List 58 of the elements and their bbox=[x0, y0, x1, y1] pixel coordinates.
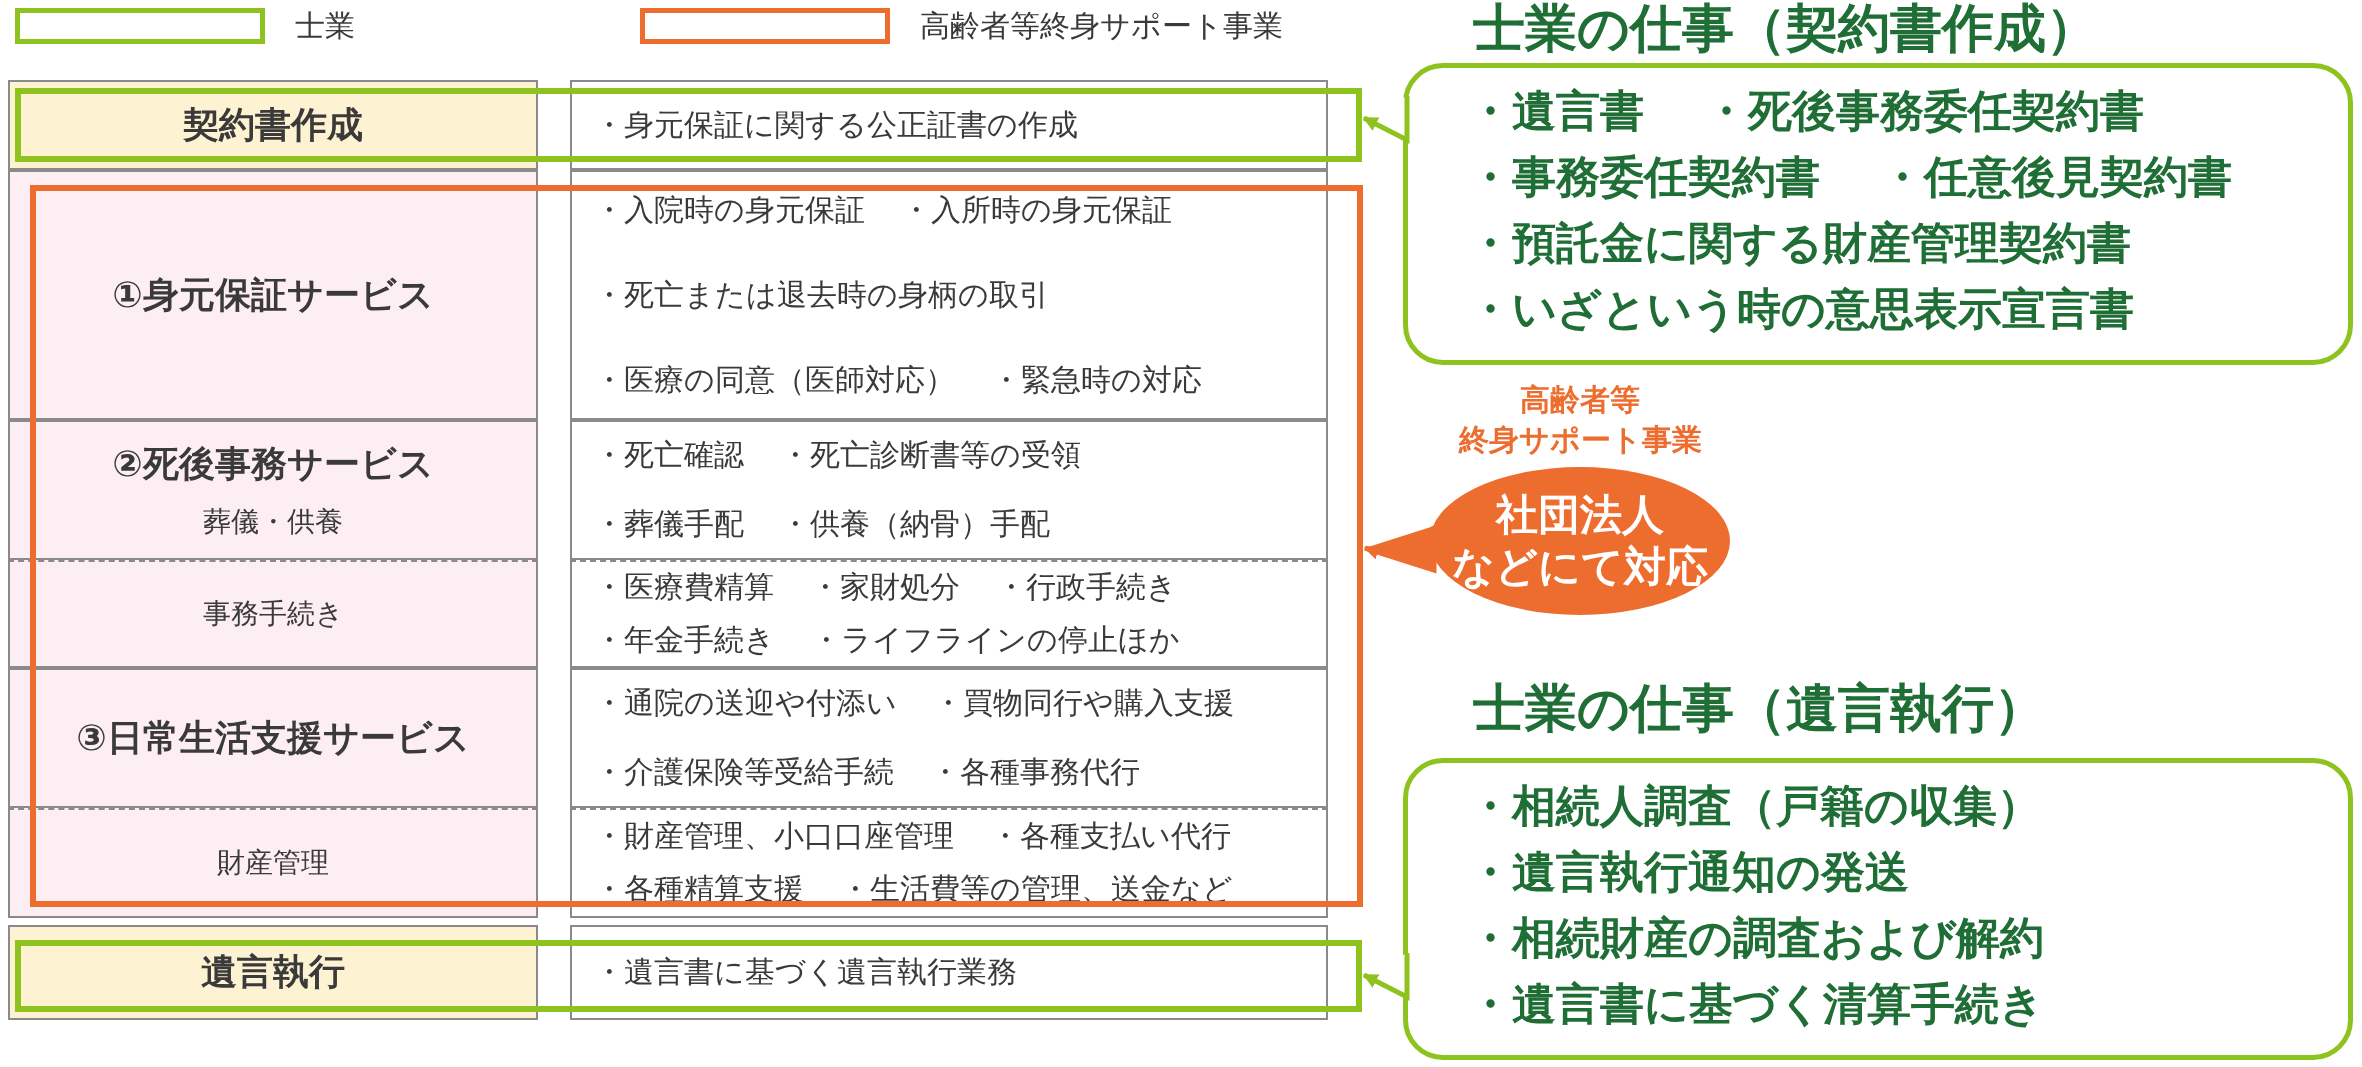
list-item: ・いざという時の意思表示宣言書 bbox=[1468, 282, 2134, 336]
list-item: ・相続財産の調査および解約 bbox=[1468, 911, 2044, 965]
list-item: ・財産管理、小口口座管理 bbox=[594, 817, 954, 855]
row-header-cell bbox=[8, 808, 538, 918]
list-item: ・医療の同意（医師対応） bbox=[594, 360, 955, 399]
row-heading: ③日常生活支援サービス bbox=[76, 715, 470, 760]
list-item: ・事務委任契約書 bbox=[1468, 150, 1820, 204]
row-heading: 事務手続き bbox=[202, 596, 344, 632]
description-cell bbox=[570, 80, 1328, 170]
callout-heading: 士業の仕事（契約書作成） bbox=[1473, 0, 2098, 60]
list-item: ・遺言書に基づく清算手続き bbox=[1468, 977, 2044, 1031]
list-item: ・死亡確認 bbox=[594, 436, 744, 474]
row-heading: 遺言執行 bbox=[201, 950, 345, 994]
list-item: ・供養（納骨）手配 bbox=[780, 505, 1050, 543]
highlight-frame bbox=[15, 940, 1362, 1012]
list-item: ・介護保険等受給手続 bbox=[594, 753, 894, 791]
list-item: ・買物同行や購入支援 bbox=[933, 684, 1234, 722]
highlight-frame bbox=[15, 88, 1362, 162]
legend-label: 高齢者等終身サポート事業 bbox=[920, 7, 1283, 45]
list-item: ・年金手続き bbox=[594, 621, 775, 659]
list-item: ・入院時の身元保証 bbox=[594, 190, 865, 229]
list-item: ・緊急時の対応 bbox=[991, 360, 1202, 399]
description-cell bbox=[570, 170, 1328, 420]
list-item: ・各種事務代行 bbox=[930, 753, 1140, 791]
list-item: ・遺言書 bbox=[1468, 84, 1644, 138]
bubble-heading: 高齢者等終身サポート事業 bbox=[1457, 381, 1703, 459]
list-item: ・行政手続き bbox=[996, 568, 1177, 606]
legend-label: 士業 bbox=[295, 7, 355, 45]
list-item: ・身元保証に関する公正証書の作成 bbox=[594, 105, 1078, 144]
list-item: ・ライフラインの停止ほか bbox=[811, 621, 1180, 659]
list-item: ・預託金に関する財産管理契約書 bbox=[1468, 216, 2131, 270]
row-heading: 契約書作成 bbox=[183, 102, 363, 147]
list-item: ・葬儀手配 bbox=[594, 505, 744, 543]
list-item: ・死亡または退去時の身柄の取引 bbox=[594, 275, 1049, 314]
row-heading: ②死後事務サービス bbox=[112, 441, 434, 486]
description-cell bbox=[570, 808, 1328, 918]
list-item: ・任意後見契約書 bbox=[1880, 150, 2232, 204]
callout-heading: 士業の仕事（遺言執行） bbox=[1473, 677, 2046, 740]
list-item: ・医療費精算 bbox=[594, 568, 774, 606]
bubble-text: 社団法人などにて対応 bbox=[1451, 489, 1709, 593]
list-item: ・死亡診断書等の受領 bbox=[780, 436, 1081, 474]
row-heading: 財産管理 bbox=[217, 845, 329, 881]
row-header-cell bbox=[8, 170, 538, 420]
list-item: ・各種支払い代行 bbox=[990, 817, 1231, 855]
list-item: ・遺言執行通知の発送 bbox=[1468, 845, 1909, 899]
highlight-frame bbox=[30, 185, 1363, 907]
list-item: ・通院の送迎や付添い bbox=[594, 684, 897, 722]
description-cell bbox=[570, 925, 1328, 1020]
callout-tail bbox=[1362, 523, 1437, 574]
callout-tail bbox=[1361, 93, 1410, 145]
list-item: ・入所時の身元保証 bbox=[901, 190, 1172, 229]
row-subheading: 葬儀・供養 bbox=[203, 503, 343, 540]
list-item: ・相続人調査（戸籍の収集） bbox=[1468, 779, 2041, 833]
callout-tail bbox=[1361, 950, 1410, 1002]
list-item: ・家財処分 bbox=[810, 568, 960, 606]
list-item: ・遺言書に基づく遺言執行業務 bbox=[594, 953, 1017, 991]
row-heading: ①身元保証サービス bbox=[112, 272, 434, 317]
list-item: ・死後事務委任契約書 bbox=[1704, 84, 2144, 138]
